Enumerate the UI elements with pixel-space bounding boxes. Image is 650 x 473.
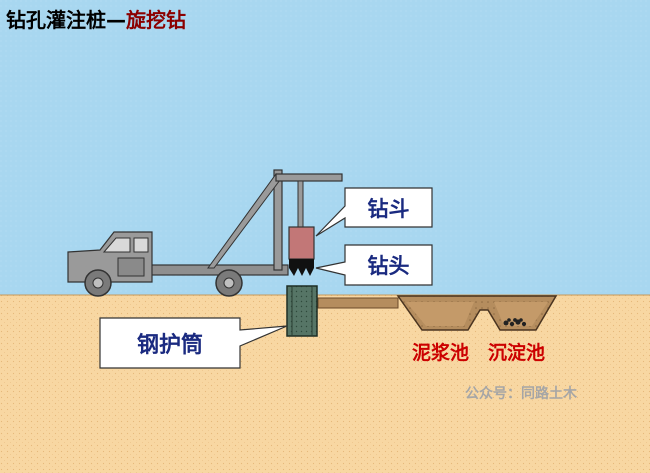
callout-drill-head-shape	[315, 244, 433, 286]
drill-head-teeth	[289, 259, 314, 276]
drilling-rig-truck	[67, 169, 343, 297]
mud-pools	[317, 295, 558, 331]
callout-casing-shape	[99, 317, 288, 369]
drill-bucket	[288, 226, 315, 260]
label-sediment-pool: 沉淀池	[488, 342, 546, 364]
mud-pool-fill	[406, 302, 474, 326]
title-highlight: 旋挖钻	[126, 8, 186, 32]
truck-window-front	[102, 237, 131, 253]
watermark: 公众号：同路土木	[465, 386, 577, 402]
drill-mast	[273, 169, 283, 271]
truck-window-rear	[133, 237, 149, 253]
page-title: 钻孔灌注桩—旋挖钻	[6, 4, 186, 33]
drill-bucket-assembly	[288, 226, 315, 276]
callout-bucket: 钻斗	[367, 196, 410, 221]
steel-casing	[286, 285, 318, 337]
truck-door	[117, 257, 145, 277]
mud-channel	[317, 297, 399, 309]
sediment-particles	[503, 318, 527, 327]
kelly-bar	[297, 180, 304, 228]
callout-casing: 钢护筒	[136, 333, 203, 358]
callout-drill-head: 钻头	[367, 254, 410, 278]
label-mud-pool: 泥浆池	[412, 342, 470, 364]
title-main: 钻孔灌注桩—	[6, 8, 126, 32]
mast-crossbar	[275, 173, 343, 182]
callout-bucket-shape	[315, 187, 433, 237]
